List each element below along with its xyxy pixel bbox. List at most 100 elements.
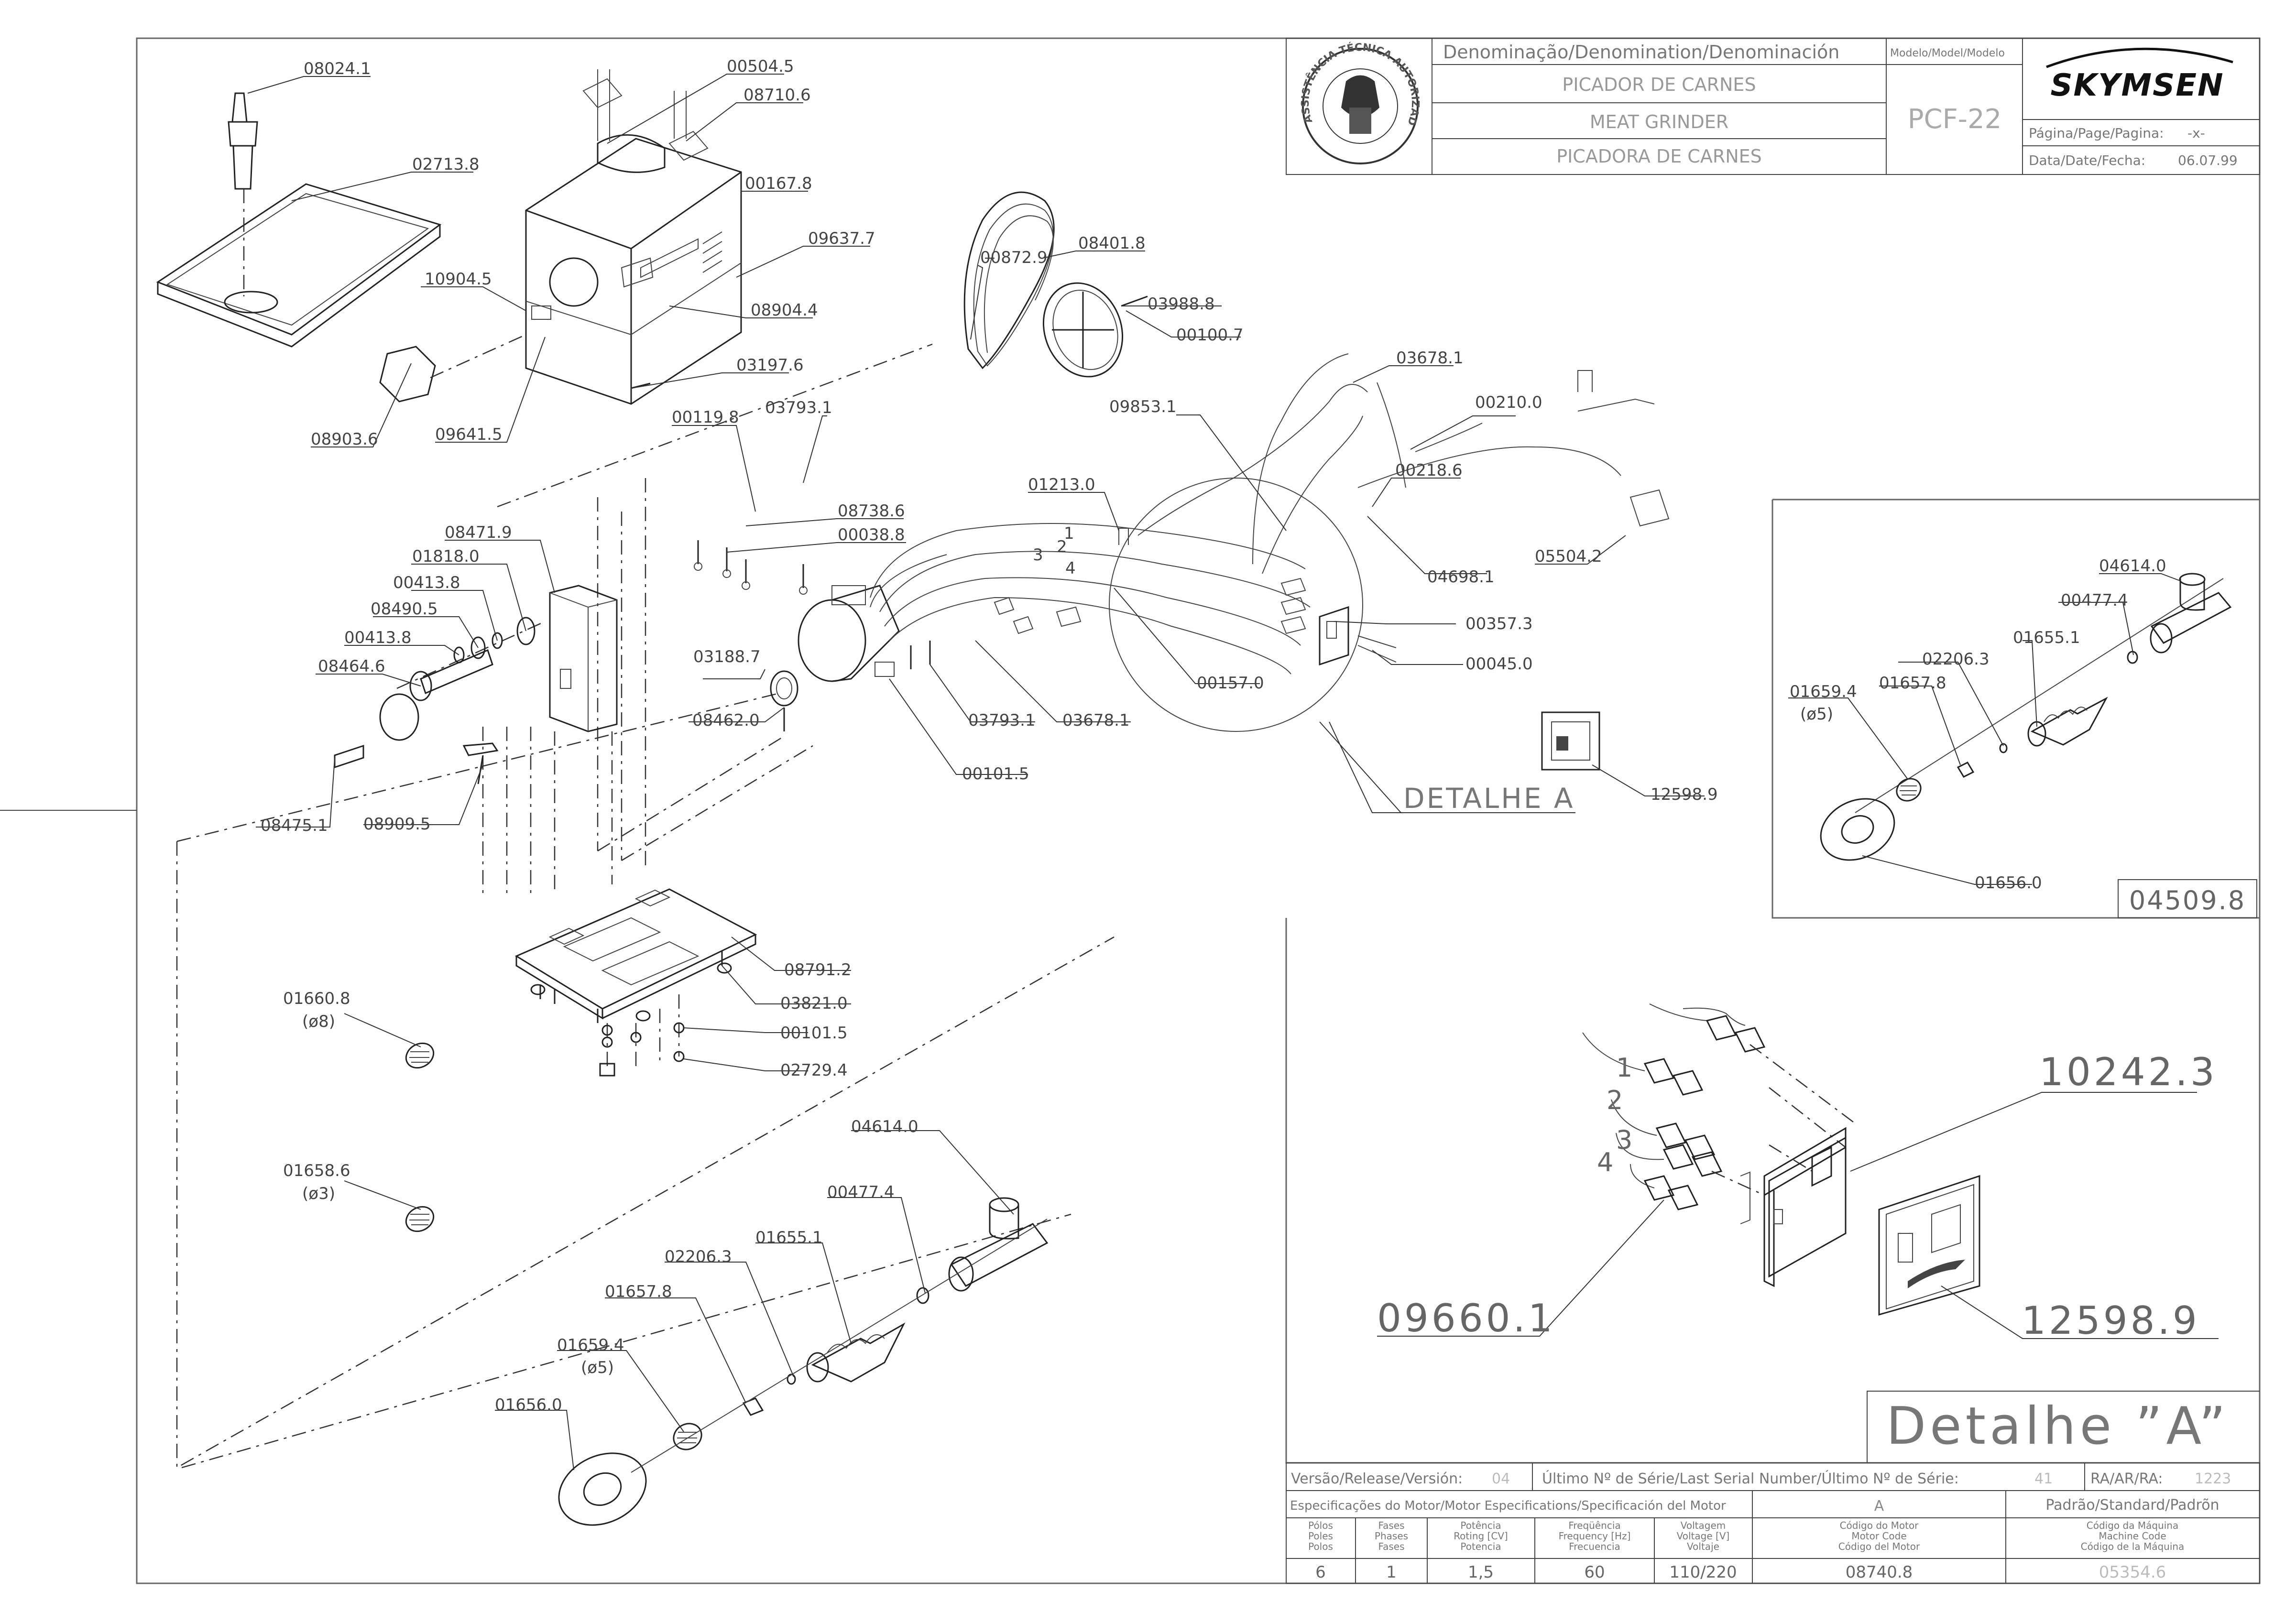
brand-logo: SKYMSEN — [2050, 68, 2224, 103]
frequency-h3: Frecuencia — [1569, 1541, 1620, 1552]
part-label-00218-6: 00218.6 — [1395, 461, 1463, 480]
voltage-h2: Voltage [V] — [1677, 1530, 1730, 1542]
inset-label-01659-4: 01659.4 — [1790, 682, 1857, 701]
part-label-00872-9: 00872.9 — [980, 248, 1048, 267]
detail-wire-1: 1 — [1616, 1053, 1632, 1083]
part-label-02729-4: 02729.4 — [780, 1061, 848, 1080]
wire-number-3: 3 — [1033, 545, 1043, 565]
power-h2: Roting [CV] — [1454, 1530, 1508, 1542]
detail-label-09660-1: 09660.1 — [1377, 1296, 1555, 1340]
serial-value: 41 — [2034, 1471, 2053, 1487]
motor-code-value: 08740.8 — [1846, 1563, 1913, 1582]
standard-label: Padrão/Standard/Padrõn — [2045, 1497, 2219, 1514]
frame-bracket — [549, 585, 618, 889]
part-label-08904-4: 08904.4 — [751, 301, 818, 320]
ra-value: 1223 — [2195, 1471, 2231, 1487]
part-label-00477-4: 00477.4 — [827, 1183, 895, 1202]
part-label-08462-0: 08462.0 — [692, 711, 760, 730]
part-label-00210-0: 00210.0 — [1475, 393, 1542, 412]
control-box-small — [1319, 606, 1349, 666]
phases-value: 1 — [1386, 1563, 1397, 1582]
part-label-00357-3: 00357.3 — [1465, 614, 1533, 633]
inset-label-02206-3: 02206.3 — [1922, 650, 1990, 669]
part-label-00045-0: 00045.0 — [1465, 654, 1533, 674]
inset-label-01655-1: 01655.1 — [2013, 628, 2080, 647]
part-label-01657-8: 01657.8 — [605, 1282, 672, 1301]
detail-a-circle — [1109, 478, 1363, 732]
motor-housing — [525, 134, 742, 405]
label-plate-small — [1541, 711, 1600, 771]
page-label: Página/Page/Pagina: — [2029, 125, 2164, 141]
wire-number-2: 2 — [1057, 537, 1067, 556]
frequency-h1: Freqüência — [1568, 1520, 1620, 1531]
machine-code-value: 05354.6 — [2099, 1563, 2166, 1582]
detail-label-12598-9: 12598.9 — [2022, 1298, 2200, 1343]
top-switch-leads — [597, 69, 687, 141]
part-label-01656-0: 01656.0 — [495, 1395, 562, 1415]
worm-drive-parts — [334, 617, 546, 784]
motor-type: A — [1874, 1498, 1884, 1514]
part-label-08401-8: 08401.8 — [1078, 234, 1146, 253]
inset-kit-view: 04509.8 04614.0 00477.4 02206.3 01655.1 … — [1771, 499, 2260, 919]
frequency-value: 60 — [1584, 1563, 1605, 1582]
power-value: 1,5 — [1468, 1563, 1494, 1582]
detail-wire-4: 4 — [1597, 1147, 1613, 1177]
voltage-value: 110/220 — [1669, 1563, 1737, 1582]
part-label-00119-8: 00119.8 — [672, 408, 739, 427]
page-value: -x- — [2187, 125, 2205, 141]
part-label-08471-9: 08471.9 — [445, 523, 512, 542]
voltage-h1: Voltagem — [1681, 1520, 1726, 1531]
part-label-00038-8: 00038.8 — [838, 525, 905, 545]
denomination-header: Denominação/Denomination/Denominación — [1443, 42, 1839, 63]
part-label-03821-0: 03821.0 — [780, 994, 848, 1013]
motor-wires — [870, 523, 1311, 675]
serial-label: Último Nº de Série/Last Serial Number/Úl… — [1542, 1470, 1959, 1487]
part-label-09641-5: 09641.5 — [435, 425, 503, 444]
detail-wire-3: 3 — [1616, 1125, 1632, 1155]
part-label-08464-6: 08464.6 — [318, 657, 385, 676]
part-label-01818-0: 01818.0 — [412, 547, 480, 566]
motor-code-h2: Motor Code — [1851, 1530, 1906, 1542]
motor-code-h1: Código do Motor — [1840, 1520, 1919, 1531]
electric-motor — [770, 585, 900, 731]
part-label-02713-8: 02713.8 — [412, 155, 480, 174]
machine-code-h3: Código de la Máquina — [2081, 1541, 2185, 1552]
part-label-01658-6-diameter: (ø3) — [302, 1184, 335, 1203]
tray — [156, 183, 442, 348]
machine-code-h2: Machine Code — [2099, 1530, 2166, 1542]
model-value: PCF-22 — [1908, 104, 2002, 135]
part-label-00167-8: 00167.8 — [745, 174, 812, 193]
part-label-03678-1-a: 03678.1 — [1396, 349, 1464, 368]
machine-code-h1: Código da Máquina — [2087, 1520, 2178, 1531]
phases-h2: Phases — [1375, 1530, 1408, 1542]
belt — [963, 191, 1055, 370]
detail-label-10242-3: 10242.3 — [2039, 1050, 2218, 1094]
part-label-01655-1: 01655.1 — [755, 1228, 823, 1247]
detail-a-label: DETALHE A — [1403, 782, 1575, 815]
seal-text: ASSISTÊNCIA TÉCNICA AUTORIZADA — [0, 0, 1421, 127]
inset-label-01656-0: 01656.0 — [1975, 873, 2042, 893]
part-label-02206-3: 02206.3 — [665, 1247, 732, 1266]
part-label-08909-5: 08909.5 — [363, 815, 431, 834]
part-label-01659-4-diameter: (ø5) — [581, 1358, 614, 1377]
part-label-01660-8: 01660.8 — [283, 989, 350, 1008]
date-label: Data/Date/Fecha: — [2029, 152, 2145, 168]
power-h1: Potência — [1460, 1520, 1501, 1531]
poles-value: 6 — [1315, 1563, 1326, 1582]
date-value: 06.07.99 — [2178, 152, 2238, 168]
wire-number-1: 1 — [1064, 524, 1074, 543]
part-label-08738-6: 08738.6 — [838, 501, 905, 521]
part-label-01659-4: 01659.4 — [557, 1336, 624, 1355]
part-label-03793-1-b: 03793.1 — [968, 711, 1036, 730]
label-plate — [1878, 1175, 1980, 1316]
part-label-00413-8-b: 00413.8 — [344, 628, 412, 647]
part-label-00100-7: 00100.7 — [1176, 326, 1244, 345]
detail-a-title: Detalhe ”A” — [1886, 1396, 2230, 1456]
frequency-h2: Frequency [Hz] — [1559, 1530, 1631, 1542]
meat-pusher — [228, 92, 258, 190]
part-label-01658-6: 01658.6 — [283, 1161, 350, 1180]
authorized-service-seal-icon: ASSISTÊNCIA TÉCNICA AUTORIZADA — [0, 0, 1421, 164]
part-label-03678-1-b: 03678.1 — [1062, 711, 1130, 730]
power-h3: Potencia — [1460, 1541, 1501, 1552]
